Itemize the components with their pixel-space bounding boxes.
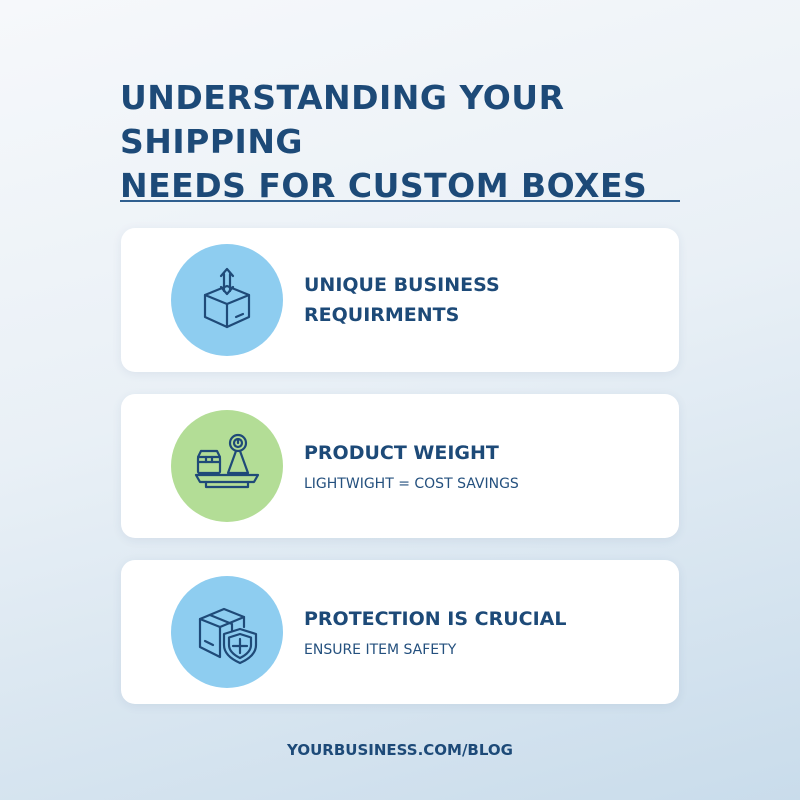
card-title: UNIQUE BUSINESS REQUIRMENTS <box>304 270 659 330</box>
card-subtitle: ENSURE ITEM SAFETY <box>304 642 457 658</box>
icon-circle <box>171 410 283 522</box>
box-up-arrow-icon <box>203 267 251 329</box>
title-line-1: UNDERSTANDING YOUR SHIPPING <box>120 78 565 161</box>
title-divider <box>120 200 680 202</box>
card-protection-is-crucial: PROTECTION IS CRUCIAL ENSURE ITEM SAFETY <box>121 560 679 704</box>
card-title: PRODUCT WEIGHT <box>304 442 499 464</box>
card-subtitle: LIGHTWIGHT = COST SAVINGS <box>304 476 519 492</box>
icon-circle <box>171 244 283 356</box>
title-line-2: NEEDS FOR CUSTOM BOXES <box>120 166 648 205</box>
card-title: PROTECTION IS CRUCIAL <box>304 608 567 630</box>
page-title: UNDERSTANDING YOUR SHIPPING NEEDS FOR CU… <box>120 76 700 208</box>
box-shield-icon <box>198 607 258 665</box>
card-title-line-1: UNIQUE BUSINESS <box>304 274 500 296</box>
footer-url[interactable]: YOURBUSINESS.COM/BLOG <box>287 741 513 759</box>
weighing-scale-icon <box>194 433 260 489</box>
icon-circle <box>171 576 283 688</box>
card-product-weight: PRODUCT WEIGHT LIGHTWIGHT = COST SAVINGS <box>121 394 679 538</box>
card-unique-business-requirements: UNIQUE BUSINESS REQUIRMENTS <box>121 228 679 372</box>
card-title-line-2: REQUIRMENTS <box>304 304 460 326</box>
